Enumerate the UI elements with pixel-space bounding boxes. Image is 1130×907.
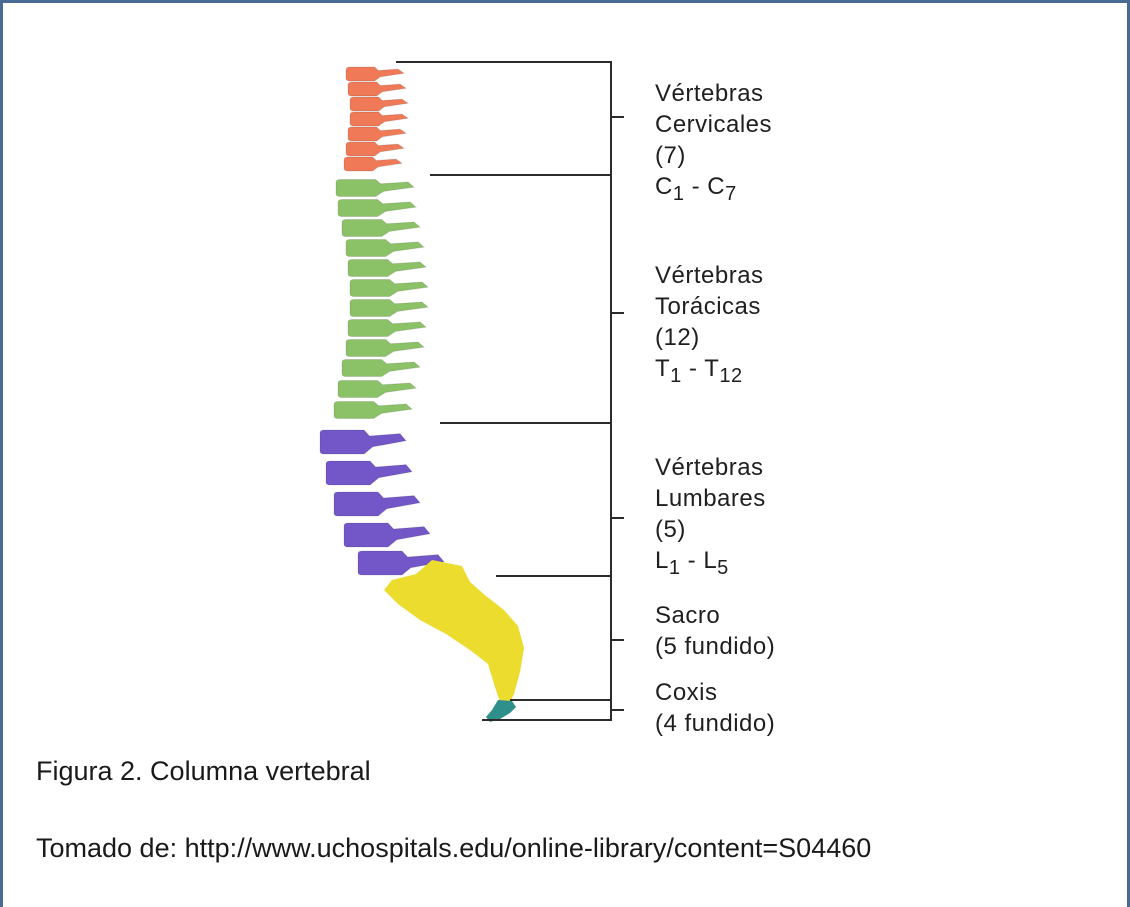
thoracic-vertebra <box>350 280 428 297</box>
thoracic-count: (12) <box>655 322 764 353</box>
thoracic-vertebra <box>346 240 424 257</box>
lumbar-range-sep: - <box>680 547 703 574</box>
cervical-vertebrae <box>344 67 408 171</box>
thoracic-range-sep: - <box>682 355 704 382</box>
thoracic-vertebra <box>334 402 412 419</box>
thoracic-vertebra <box>338 381 416 398</box>
thoracic-vertebra <box>338 200 416 217</box>
cervical-vertebra <box>346 67 404 81</box>
lumbar-vertebrae <box>320 430 444 575</box>
thoracic-range-to: 12 <box>719 365 742 387</box>
lumbar-range: L1 - L5 <box>655 545 766 584</box>
thoracic-name: Vértebras <box>655 260 764 291</box>
cervical-range-to: 7 <box>725 183 737 205</box>
coccyx-name: Coxis <box>655 677 775 708</box>
coccyx-name-2: (4 fundido) <box>655 708 775 739</box>
cervical-range-from: 1 <box>673 183 685 205</box>
lumbar-label: Vértebras Lumbares (5) L1 - L5 <box>655 452 766 584</box>
thoracic-label: Vértebras Torácicas (12) T1 - T12 <box>655 260 764 392</box>
thoracic-range-letter: T <box>655 355 670 382</box>
thoracic-range-from: 1 <box>670 365 682 387</box>
lumbar-vertebra <box>326 461 412 485</box>
lumbar-vertebra <box>320 430 406 454</box>
thoracic-vertebra <box>348 260 426 277</box>
sacrum-name-2: (5 fundido) <box>655 631 775 662</box>
thoracic-range-letter-2: T <box>704 355 719 382</box>
lumbar-range-from: 1 <box>669 557 681 579</box>
cervical-range-letter-2: C <box>707 173 725 200</box>
coccyx <box>486 700 516 722</box>
coccyx-label: Coxis (4 fundido) <box>655 677 775 739</box>
cervical-range-sep: - <box>684 173 707 200</box>
thoracic-vertebra <box>350 300 428 317</box>
thoracic-name-2: Torácicas <box>655 291 764 322</box>
cervical-label: Vértebras Cervicales (7) C1 - C7 <box>655 78 772 210</box>
cervical-vertebra <box>348 127 406 141</box>
cervical-vertebra <box>346 142 404 156</box>
thoracic-range: T1 - T12 <box>655 353 764 392</box>
sacrum-label: Sacro (5 fundido) <box>655 600 775 662</box>
lumbar-range-letter: L <box>655 547 669 574</box>
cervical-count: (7) <box>655 140 772 171</box>
thoracic-vertebra <box>346 340 424 357</box>
cervical-vertebra <box>344 157 402 171</box>
cervical-vertebra <box>350 97 408 111</box>
cervical-vertebra <box>348 82 406 96</box>
thoracic-vertebra <box>342 220 420 237</box>
sacrum-name: Sacro <box>655 600 775 631</box>
cervical-vertebra <box>350 112 408 126</box>
cervical-range-letter: C <box>655 173 673 200</box>
lumbar-range-to: 5 <box>717 557 729 579</box>
cervical-name-2: Cervicales <box>655 109 772 140</box>
lumbar-vertebra <box>334 492 420 516</box>
thoracic-vertebra <box>348 320 426 337</box>
thoracic-vertebra <box>336 180 414 197</box>
sacrum <box>384 560 524 702</box>
thoracic-vertebrae <box>334 180 428 419</box>
lumbar-vertebra <box>344 523 430 547</box>
lumbar-range-letter-2: L <box>703 547 717 574</box>
figure-source: Tomado de: http://www.uchospitals.edu/on… <box>36 833 871 864</box>
cervical-range: C1 - C7 <box>655 171 772 210</box>
lumbar-count: (5) <box>655 514 766 545</box>
lumbar-name-2: Lumbares <box>655 483 766 514</box>
thoracic-vertebra <box>342 360 420 377</box>
figure-caption: Figura 2. Columna vertebral <box>36 756 371 787</box>
lumbar-name: Vértebras <box>655 452 766 483</box>
cervical-name: Vértebras <box>655 78 772 109</box>
